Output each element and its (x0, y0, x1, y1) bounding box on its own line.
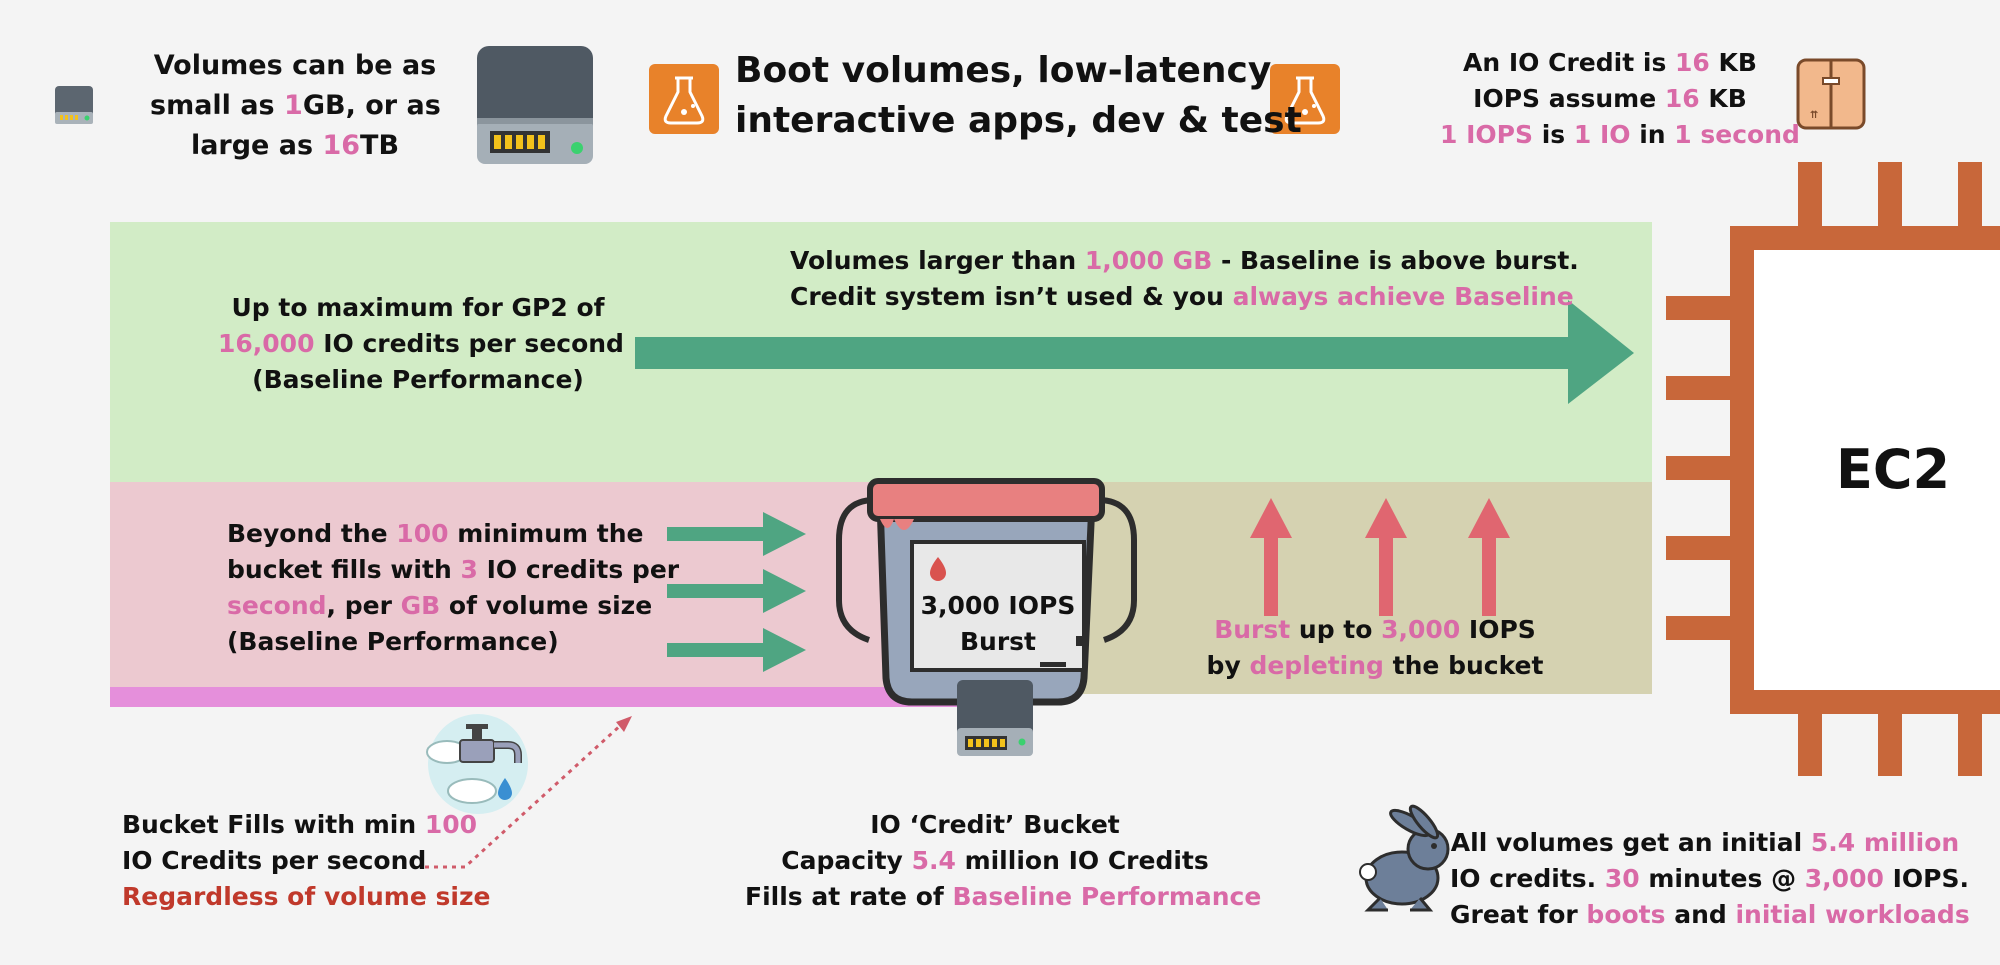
flask-icon (1270, 64, 1340, 134)
credit-bucket-caption: IO ‘Credit’ Bucket Capacity 5.4 million … (745, 810, 1262, 911)
up-arrow-icon (1250, 498, 1292, 616)
large-hard-drive-icon (477, 46, 593, 164)
ec2-label: EC2 (1836, 438, 1951, 501)
burst-caption: Burst up to 3,000 IOPS by depleting the … (1206, 615, 1544, 680)
gp2-max-caption: Up to maximum for GP2 of 16,000 IO credi… (218, 293, 624, 394)
up-arrow-icon (1365, 498, 1407, 616)
large-volume-caption: Volumes larger than 1,000 GB - Baseline … (790, 246, 1579, 311)
minimum-fill-caption: Bucket Fills with min 100 IO Credits per… (122, 810, 491, 911)
bucket-icon (836, 478, 1137, 706)
rabbit-icon (1359, 804, 1450, 912)
page-title: Boot volumes, low-latency interactive ap… (735, 50, 1302, 141)
bucket-label: 3,000 IOPS Burst (920, 591, 1076, 656)
dotted-arrow (425, 716, 632, 869)
bucket-fill-rate-caption: Beyond the 100 minimum the bucket fills … (227, 519, 680, 656)
small-hard-drive-icon (55, 86, 93, 124)
bucket-level-strip (110, 687, 980, 707)
bucket-hard-drive-icon (957, 680, 1033, 756)
faucet-icon (426, 714, 528, 814)
right-arrow-icon (667, 628, 806, 672)
water-drop-icon (930, 557, 946, 581)
up-arrow-icon (1468, 498, 1510, 616)
right-arrow-icon (635, 300, 1634, 404)
flask-icon (649, 64, 719, 134)
storage-box-icon: ⇈ (1796, 58, 1866, 130)
volume-size-caption: Volumes can be as small as 1GB, or as la… (150, 50, 441, 161)
initial-credits-caption: All volumes get an initial 5.4 million I… (1450, 828, 1970, 929)
io-credit-definition: An IO Credit is 16 KB IOPS assume 16 KB … (1440, 48, 1800, 149)
fill-band (110, 482, 980, 687)
right-arrow-icon (667, 569, 806, 613)
svg-text:⇈: ⇈ (1810, 110, 1818, 121)
right-arrow-icon (667, 512, 806, 556)
ec2-chip-icon (1666, 162, 2000, 776)
